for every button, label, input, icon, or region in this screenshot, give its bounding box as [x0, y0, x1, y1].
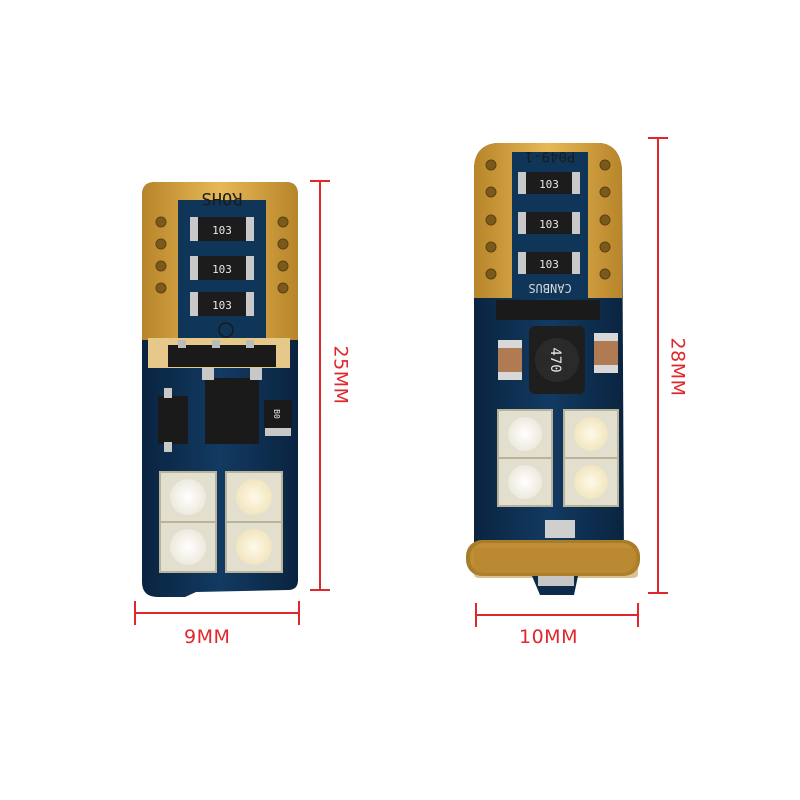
right-height-dimension: [648, 137, 668, 594]
right-bulb: P049-1 103 103 103 CANBUS 470: [466, 143, 640, 595]
left-width-dimension: [134, 601, 300, 625]
right-led-array: [497, 409, 619, 507]
left-resistor-label-1: 103: [212, 224, 232, 237]
left-height-label: 25MM: [329, 345, 352, 405]
right-height-label: 28MM: [666, 337, 689, 397]
right-resistor-label-3: 103: [539, 258, 559, 271]
left-led-array: [159, 471, 283, 573]
left-width-label: 9MM: [184, 626, 231, 648]
left-rohs-label: ROHS: [202, 188, 243, 208]
ce-mark-icon: [218, 322, 234, 338]
right-width-label: 10MM: [519, 626, 578, 648]
left-resistor-label-3: 103: [212, 299, 232, 312]
left-solder-holes: [155, 216, 289, 294]
left-resistors: [190, 217, 254, 316]
left-ic-chip: [205, 378, 259, 444]
left-diode-label: B0: [272, 409, 281, 419]
right-solder-holes: [485, 159, 611, 280]
left-height-dimension: [310, 180, 330, 591]
right-resistor-label-1: 103: [539, 178, 559, 191]
right-width-dimension: [475, 603, 639, 627]
right-pcb-label: P049-1: [525, 148, 576, 164]
right-canbus-label: CANBUS: [528, 281, 571, 295]
right-inductor-label: 470: [547, 347, 563, 372]
right-resistor-label-2: 103: [539, 218, 559, 231]
left-bulb: ROHS 103 103 103 B0: [142, 182, 298, 597]
left-diode: [264, 400, 292, 428]
left-resistor-label-2: 103: [212, 263, 232, 276]
right-resistors: [518, 172, 580, 274]
